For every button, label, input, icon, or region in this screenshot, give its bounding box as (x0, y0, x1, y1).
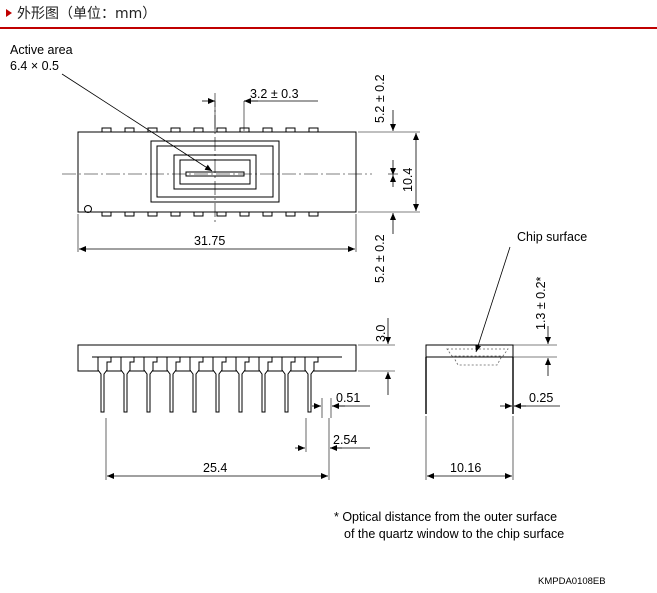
pin-bottom (262, 211, 273, 217)
side-lead (189, 356, 204, 413)
pitch-label: 2.54 (333, 433, 357, 447)
triangle-bullet-icon (6, 9, 12, 17)
pin-top (170, 127, 181, 133)
side-lead (281, 356, 296, 413)
optical-distance-label: 1.3 ± 0.2* (534, 276, 548, 330)
lead-span-label: 25.4 (203, 461, 227, 475)
footnote-line-2: of the quartz window to the chip surface (344, 527, 564, 541)
pin-top (285, 127, 296, 133)
package-end-body (425, 344, 514, 358)
row-spacing-label: 10.16 (450, 461, 481, 475)
footnote-line-1: * Optical distance from the outer surfac… (334, 510, 557, 524)
body-width-label: 10.4 (401, 168, 415, 192)
pin-bottom (170, 211, 181, 217)
side-lead (143, 356, 158, 413)
top-clearance-label: 5.2 ± 0.2 (373, 74, 387, 123)
top-pins-upper (101, 127, 319, 133)
offset-label: 3.2 ± 0.3 (250, 87, 299, 101)
side-view (77, 318, 395, 480)
pin-top (308, 127, 319, 133)
pin-bottom (216, 211, 227, 217)
pin-bottom (239, 211, 250, 217)
pin-top (239, 127, 250, 133)
pin-bottom (124, 211, 135, 217)
chip-cavity (452, 355, 503, 366)
side-lead (304, 356, 319, 413)
pin-top (124, 127, 135, 133)
drawing-code: KMPDA0108EB (538, 576, 606, 587)
side-lead (258, 356, 273, 413)
pin-bottom (308, 211, 319, 217)
side-lead (235, 356, 250, 413)
top-pins-lower (101, 211, 319, 217)
side-lead (120, 356, 135, 413)
bottom-clearance-label: 5.2 ± 0.2 (373, 234, 387, 283)
body-length-label: 31.75 (194, 234, 225, 248)
pin-top (262, 127, 273, 133)
chip-surface-leader (475, 246, 511, 353)
pin-top (216, 127, 227, 133)
side-lead (212, 356, 227, 413)
chip-surface-label: Chip surface (517, 230, 587, 244)
pin-top (193, 127, 204, 133)
header-rule (0, 27, 657, 29)
section-header: 外形图（单位：mm） (0, 0, 657, 30)
lead-thickness-label: 0.25 (529, 391, 553, 405)
pin-bottom (193, 211, 204, 217)
active-area-leader (61, 73, 213, 172)
pin-bottom (101, 211, 112, 217)
side-lead (97, 356, 112, 413)
quartz-window (446, 348, 509, 357)
pin-top (147, 127, 158, 133)
pin-bottom (285, 211, 296, 217)
index-mark (84, 205, 92, 213)
active-area-title: Active area (10, 43, 73, 57)
active-area-dim: 6.4 × 0.5 (10, 59, 59, 73)
pin-top (101, 127, 112, 133)
side-view-leads (92, 356, 342, 413)
pin-bottom (147, 211, 158, 217)
end-view (425, 246, 560, 480)
side-lead (166, 356, 181, 413)
lead-width-label: 0.51 (336, 391, 360, 405)
section-title: 外形图（单位：mm） (17, 6, 157, 22)
top-view (61, 73, 420, 252)
body-height-label: 3.0 (374, 325, 388, 342)
